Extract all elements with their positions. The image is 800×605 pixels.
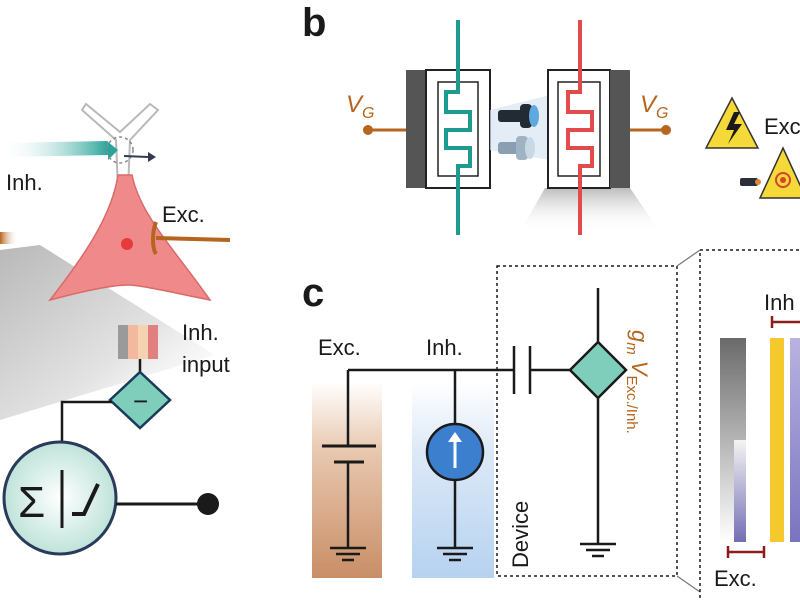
svg-text:gmVExc./Inh.: gmVExc./Inh. <box>623 330 652 434</box>
inh-input-label-2: input <box>182 352 230 377</box>
panel-c: c Exc. Inh. Device <box>302 249 800 605</box>
device-box <box>496 265 678 577</box>
inh-input-stripe-orange <box>128 325 138 359</box>
flashlight-light-icon <box>498 136 535 160</box>
laser-warning-icon <box>758 146 800 199</box>
vg-left: VG <box>346 91 374 122</box>
diamond-to-node-wire <box>60 400 112 445</box>
synapse-dashed-ring <box>106 136 134 164</box>
flashlight-dark-icon <box>498 104 539 128</box>
left-gate-electrode <box>406 70 426 188</box>
right-gate-electrode <box>610 70 630 188</box>
vg-right: VG <box>640 91 668 122</box>
dendrite <box>80 102 160 191</box>
inh-input-label-1: Inh. <box>182 320 219 345</box>
inh-input-stream <box>0 141 109 157</box>
inh-label-c: Inh. <box>426 335 463 360</box>
exc-label-c: Exc. <box>318 335 361 360</box>
zoom-line-top <box>676 249 701 267</box>
minus-symbol: − <box>133 386 148 416</box>
inh-label-inset: Inh <box>764 290 795 315</box>
right-gate-terminal <box>661 125 671 135</box>
electric-warning-icon <box>704 96 760 149</box>
exc-synapse <box>151 221 158 256</box>
sum-symbol: Σ <box>18 478 45 527</box>
red-electrode <box>566 20 594 235</box>
synapse-terminal <box>108 142 118 160</box>
synapse-arrowhead <box>148 152 156 162</box>
inh-input-stripe-peach <box>138 325 148 359</box>
purple-bar <box>790 338 800 542</box>
panel-a: Inh. Exc. Inh. input − Σ <box>0 102 231 556</box>
yellow-bar <box>770 338 784 542</box>
panel-b-label: b <box>302 1 326 45</box>
inset-box <box>699 249 800 605</box>
dependent-source-diamond <box>568 340 628 400</box>
exc-axon <box>155 236 231 242</box>
synapse-arrow <box>123 155 149 158</box>
grey-bar-purple-tail <box>734 440 746 542</box>
device-label: Device <box>508 501 533 568</box>
activation-function-icon <box>72 483 100 516</box>
projection-fan <box>0 245 215 420</box>
exc-label: Exc. <box>162 202 205 227</box>
zoom-line-bottom <box>676 575 701 593</box>
output-terminal <box>197 493 219 515</box>
panel-c-label: c <box>302 271 324 315</box>
gm-equation: gmVExc./Inh. <box>623 330 652 434</box>
exc-stream-left <box>0 232 18 244</box>
inhibition-diamond <box>108 370 172 430</box>
summation-node <box>2 440 118 556</box>
exc-label-inset: Exc. <box>714 566 757 591</box>
inh-input-stripe-grey <box>118 325 128 359</box>
panel-b: b VG VG <box>302 1 800 235</box>
inh-label: Inh. <box>6 170 43 195</box>
laser-pointer-icon <box>740 178 761 186</box>
neuron-nucleus <box>121 238 133 250</box>
exc-label-b: Exc <box>764 114 800 139</box>
inh-input-stripe-red <box>148 325 158 359</box>
current-arrow-head <box>448 432 462 442</box>
left-gate-terminal <box>363 125 373 135</box>
teal-electrode <box>444 20 472 235</box>
right-device-shadow <box>520 188 660 232</box>
